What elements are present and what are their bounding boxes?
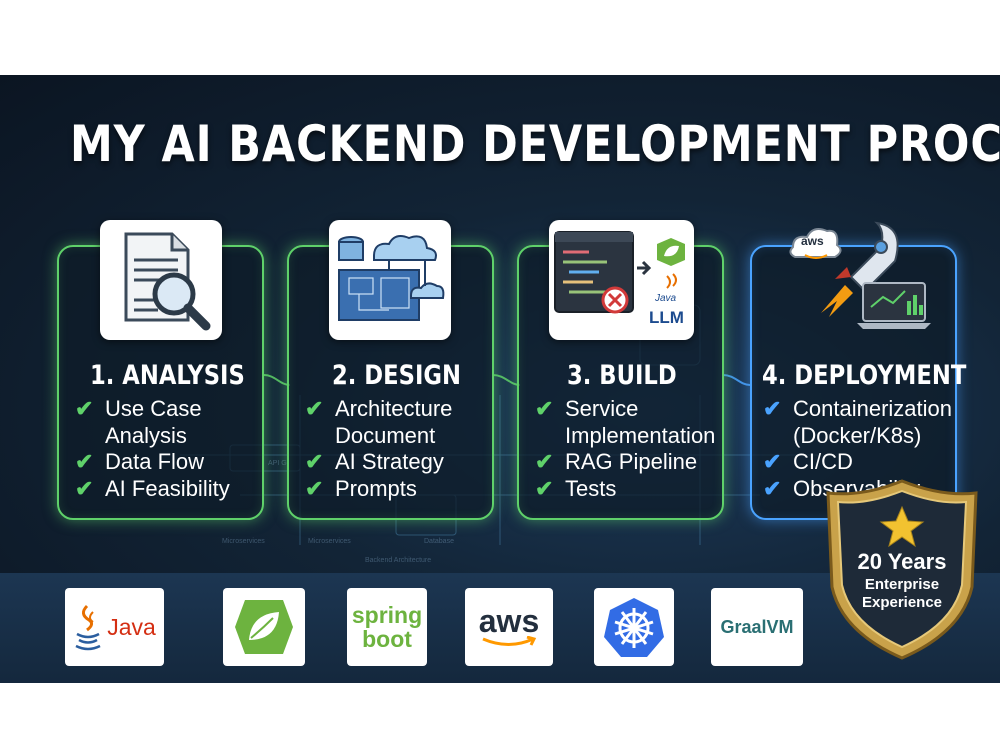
checkmark-icon: ✔ xyxy=(305,475,324,501)
cloud-architecture-icon xyxy=(329,220,451,340)
checkmark-icon: ✔ xyxy=(763,449,782,474)
rocket-laptop-icon: aws xyxy=(785,217,935,342)
list-item-continuation: Document xyxy=(335,422,436,448)
step-heading-build: 3. BUILD xyxy=(567,360,677,391)
bg-label-api: API G xyxy=(268,460,287,467)
step-list-design: ✔Architecture Document ✔AI Strategy ✔Pro… xyxy=(305,396,452,502)
graalvm-logo-text: GraalVM xyxy=(720,616,794,637)
list-item: ✔RAG Pipeline xyxy=(535,449,698,474)
spring-leaf-icon xyxy=(235,600,293,654)
checkmark-icon: ✔ xyxy=(763,475,782,501)
bg-label-database: Database xyxy=(424,538,454,545)
experience-badge-shield-icon xyxy=(826,479,978,660)
page-title: MY AI BACKEND DEVELOPMENT PROCESS xyxy=(70,115,1000,173)
checkmark-icon: ✔ xyxy=(535,449,554,474)
spring-logo xyxy=(223,588,305,666)
list-item: ✔Data Flow xyxy=(75,449,205,474)
java-label: Java xyxy=(655,293,677,304)
badge-enterprise-text: Enterprise xyxy=(864,576,940,593)
list-item: ✔CI/CD xyxy=(763,449,853,474)
spring-boot-text-line2: boot xyxy=(362,626,412,652)
llm-label: LLM xyxy=(649,308,684,327)
bg-label-microservices-2: Microservices xyxy=(308,538,351,545)
step-heading-deployment: 4. DEPLOYMENT xyxy=(762,360,967,391)
list-item: ✔AI Feasibility xyxy=(75,475,230,501)
checkmark-icon: ✔ xyxy=(75,396,94,421)
checkmark-icon: ✔ xyxy=(305,449,324,474)
java-logo-text: Java xyxy=(107,613,156,640)
bg-label-microservices-1: Microservices xyxy=(222,538,265,545)
spring-boot-text-line1: spring xyxy=(351,602,423,628)
checkmark-icon: ✔ xyxy=(305,396,324,421)
spring-boot-logo: spring boot xyxy=(347,588,427,666)
kubernetes-logo xyxy=(594,588,674,666)
list-item: ✔Containerization xyxy=(763,396,952,421)
list-item: ✔Service xyxy=(535,396,639,421)
list-item: ✔Use Case xyxy=(75,396,202,421)
hero-banner: API G Microservices Microservices Databa… xyxy=(0,75,1000,683)
step-heading-design: 2. DESIGN xyxy=(332,360,461,391)
document-search-icon xyxy=(100,220,222,340)
java-cup-icon xyxy=(75,604,101,651)
kubernetes-wheel-icon xyxy=(604,598,664,657)
checkmark-icon: ✔ xyxy=(535,475,554,501)
aws-logo-text: aws xyxy=(478,603,540,639)
java-logo: Java xyxy=(65,588,164,666)
list-item-continuation: Analysis xyxy=(105,422,187,448)
step-list-analysis: ✔Use Case Analysis ✔Data Flow ✔AI Feasib… xyxy=(75,396,230,502)
checkmark-icon: ✔ xyxy=(75,449,94,474)
list-item-continuation: Implementation xyxy=(565,422,716,448)
checkmark-icon: ✔ xyxy=(75,475,94,501)
bg-label-backend: Backend Architecture xyxy=(365,557,431,564)
aws-cloud-label: aws xyxy=(801,234,824,248)
list-item: ✔Architecture xyxy=(305,396,453,421)
list-item: ✔Prompts xyxy=(305,475,417,501)
code-editor-llm-icon: Java LLM xyxy=(549,220,694,340)
step-list-build: ✔Service Implementation ✔RAG Pipeline ✔T… xyxy=(535,396,715,502)
list-item: ✔AI Strategy xyxy=(305,449,444,474)
list-item-continuation: (Docker/K8s) xyxy=(793,422,922,448)
checkmark-icon: ✔ xyxy=(535,396,554,421)
graalvm-logo: GraalVM xyxy=(711,588,803,666)
aws-smile-icon xyxy=(482,636,537,646)
step-heading-analysis: 1. ANALYSIS xyxy=(90,360,245,391)
list-item: ✔Tests xyxy=(535,475,617,501)
aws-logo: aws xyxy=(465,588,553,666)
checkmark-icon: ✔ xyxy=(763,396,782,421)
badge-experience-text: Experience xyxy=(861,594,943,611)
badge-years-text: 20 Years xyxy=(857,549,947,574)
